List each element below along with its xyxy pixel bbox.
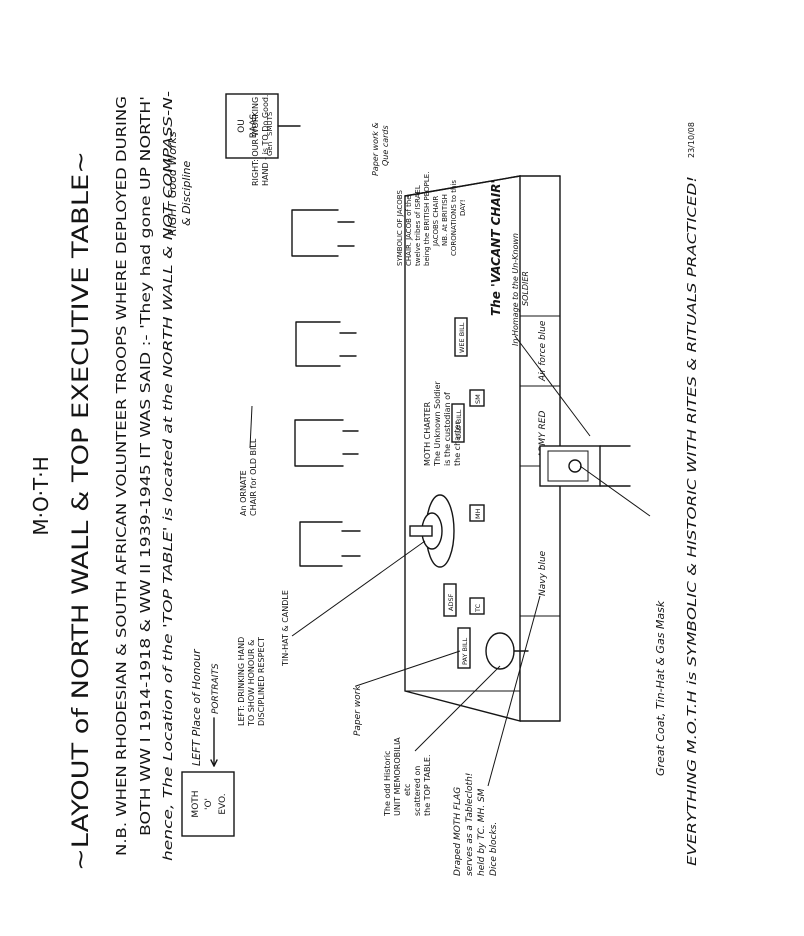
tag-adsf: ADSF <box>447 593 455 611</box>
memorabilia-line-5: the TOP TABLE. <box>423 754 432 816</box>
right-note-line-1: RIGHT: OUR WORKING <box>251 97 260 186</box>
memorabilia-pan <box>485 632 515 670</box>
flag-note-line-4: Dice blocks. <box>489 822 499 876</box>
band-air-force-blue: Air force blue <box>538 320 548 382</box>
tag-sm: SM <box>474 394 482 404</box>
moth-o-evo-box <box>181 771 235 837</box>
moth-box-line-3: EVO. <box>218 793 228 814</box>
ou-baas-line-1: OU <box>237 119 247 133</box>
left-note-line-1: LEFT: DRINKING HAND <box>237 637 246 726</box>
portraits-label: PORTRAITS <box>211 663 221 714</box>
symbolic-line-1: SYMBOLIC OF JACOBS <box>396 190 404 266</box>
right-note-line-2: HAND - is TO Do Good. <box>261 95 270 186</box>
flag-note-line-1: Draped MOTH FLAG <box>453 787 463 876</box>
charter-line-4: the charter <box>453 421 462 466</box>
left-place-label: LEFT Place of Honour <box>190 648 203 766</box>
memorabilia-line-3: etc <box>403 784 412 796</box>
signature-date: 23/10/08 <box>687 122 696 158</box>
memorabilia-line-1: The odd Historic <box>383 751 392 817</box>
symbolic-line-4: being the BRITISH PEOPLE. <box>423 172 431 266</box>
ornate-chair-label-2: CHAIR for OLD BILL <box>249 438 258 516</box>
symbolic-line-8: DAY! <box>459 199 467 216</box>
symbolic-line-2: CHAIR. JACOB of the <box>405 195 413 266</box>
diagram-title: M·O·T·H <box>29 456 53 535</box>
right-place-line-1: RIGHT Good Works <box>166 131 179 236</box>
wall-portraits <box>291 209 361 567</box>
paper-work-right-1: Paper work & <box>371 122 380 176</box>
intro-line-1: N.B. WHEN RHODESIAN & SOUTH AFRICAN VOLU… <box>115 96 130 856</box>
tag-pay-bill: PAY BILL <box>461 638 469 665</box>
flag-note-line-2: serves as a Tablecloth! <box>465 773 475 876</box>
intro-line-2: BOTH WW I 1914-1918 & WW II 1939-1945 IT… <box>139 96 154 836</box>
charter-line-1: MOTH CHARTER <box>423 401 432 466</box>
moth-box-line-2: 'O' <box>204 798 214 810</box>
great-coat-label: Great Coat, Tin-Hat & Gas Mask <box>654 600 667 776</box>
symbolic-line-7: CORONATIONS to this <box>450 180 458 256</box>
ou-baas-line-2: BAAS <box>249 113 259 138</box>
gen-smuts-line-1: Gen <box>266 142 274 156</box>
tin-hat-candle <box>409 494 455 568</box>
band-army-red: ARMY RED <box>538 411 548 459</box>
memorabilia-line-2: UNIT MEMOROBILIA <box>393 737 402 816</box>
left-note-line-2: TO SHOW HONOUR & <box>247 640 256 727</box>
tag-mh: MH <box>474 508 482 519</box>
charter-line-3: is the custodian of <box>443 392 452 466</box>
paper-work-left: Paper work <box>353 685 363 736</box>
ornate-chair-pointer <box>249 405 253 449</box>
symbolic-line-6: NB. At BRITISH <box>441 194 449 246</box>
intro-line-3: hence, The Location of the 'TOP TABLE' i… <box>160 90 175 861</box>
vacant-chair-sub-1: In Homage to the Un-Known <box>511 233 520 346</box>
left-note-line-3: DISCIPLINED RESPECT <box>257 637 266 726</box>
paper-work-right-2: Que cards <box>381 125 390 166</box>
tag-old-bill: OLD BILL <box>455 409 463 439</box>
tag-wee-bill: WEE BILL <box>458 322 466 353</box>
vacant-chair-sub-2: SOLDIER <box>521 271 530 306</box>
moth-box-line-1: MOTH <box>191 790 201 817</box>
charter-line-2: The Unknown Soldier <box>433 380 442 467</box>
vacant-chair-title: The 'VACANT CHAIR' <box>489 180 503 316</box>
symbolic-line-5: JACOBS CHAIR <box>432 196 440 247</box>
memorabilia-line-4: scattered on <box>413 766 422 816</box>
gen-smuts-line-2: SMUTS <box>266 111 274 136</box>
ornate-chair-label-1: An ORNATE <box>239 470 248 516</box>
footer-statement: EVERYTHING M.O.T.H is SYMBOLIC & HISTORI… <box>685 176 699 866</box>
table-tags: PAY BILL ADSF TC MH OLD BILL SM WEE BILL <box>443 317 485 669</box>
tin-hat-label: TIN-HAT & CANDLE <box>281 590 290 667</box>
tin-hat-pointer <box>291 540 426 637</box>
diagram-subtitle: ~LAYOUT of NORTH WALL & TOP EXECUTIVE TA… <box>69 151 94 871</box>
flag-note-line-3: held by TC. MH. SM <box>477 788 487 876</box>
tag-tc: TC <box>474 603 482 613</box>
band-navy-blue: Navy blue <box>538 550 548 596</box>
symbolic-line-3: twelve tribes of ISRAEL <box>414 185 422 266</box>
vacant-chair <box>539 445 631 487</box>
right-place-line-2: & Discipline <box>180 160 193 226</box>
